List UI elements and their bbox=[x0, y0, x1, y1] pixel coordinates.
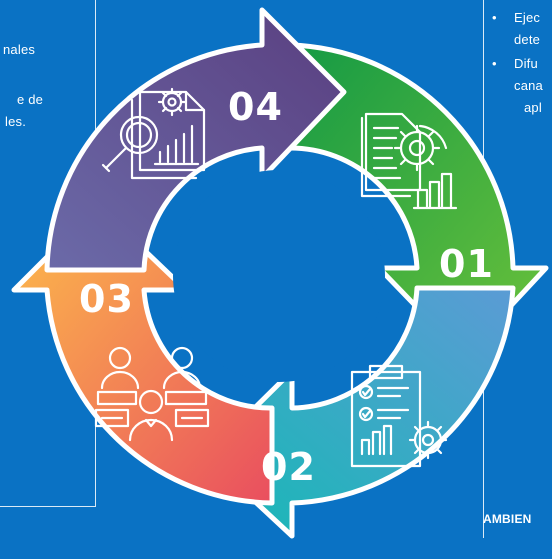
left-panel-line-2: e de bbox=[17, 92, 44, 107]
right-panel-line-5: apl bbox=[524, 100, 542, 115]
report-magnifier-analysis-icon bbox=[101, 87, 206, 180]
clipboard-checklist-gear-icon bbox=[350, 364, 448, 468]
gear-document-chart-icon bbox=[360, 112, 458, 210]
right-panel-line-3: Difu bbox=[514, 56, 538, 71]
step-01-number: 01 bbox=[439, 242, 494, 286]
right-panel-footer: AMBIEN bbox=[483, 512, 532, 526]
step-03-arrow bbox=[11, 203, 275, 506]
step-03-number: 03 bbox=[79, 277, 134, 321]
left-panel-line-1: nales bbox=[3, 42, 36, 57]
right-panel-line-1: Ejec bbox=[514, 10, 541, 25]
center-hole bbox=[173, 170, 385, 382]
right-panel-line-4: cana bbox=[514, 78, 543, 93]
right-bullet-2: • bbox=[492, 56, 497, 71]
team-meeting-icon bbox=[94, 346, 210, 442]
left-panel-line-3: les. bbox=[5, 114, 27, 129]
step-04-arrow bbox=[44, 7, 347, 273]
right-panel-line-2: dete bbox=[514, 32, 541, 47]
step-04-number: 04 bbox=[228, 85, 283, 129]
right-bullet-1: • bbox=[492, 10, 497, 25]
step-02-number: 02 bbox=[261, 445, 316, 489]
